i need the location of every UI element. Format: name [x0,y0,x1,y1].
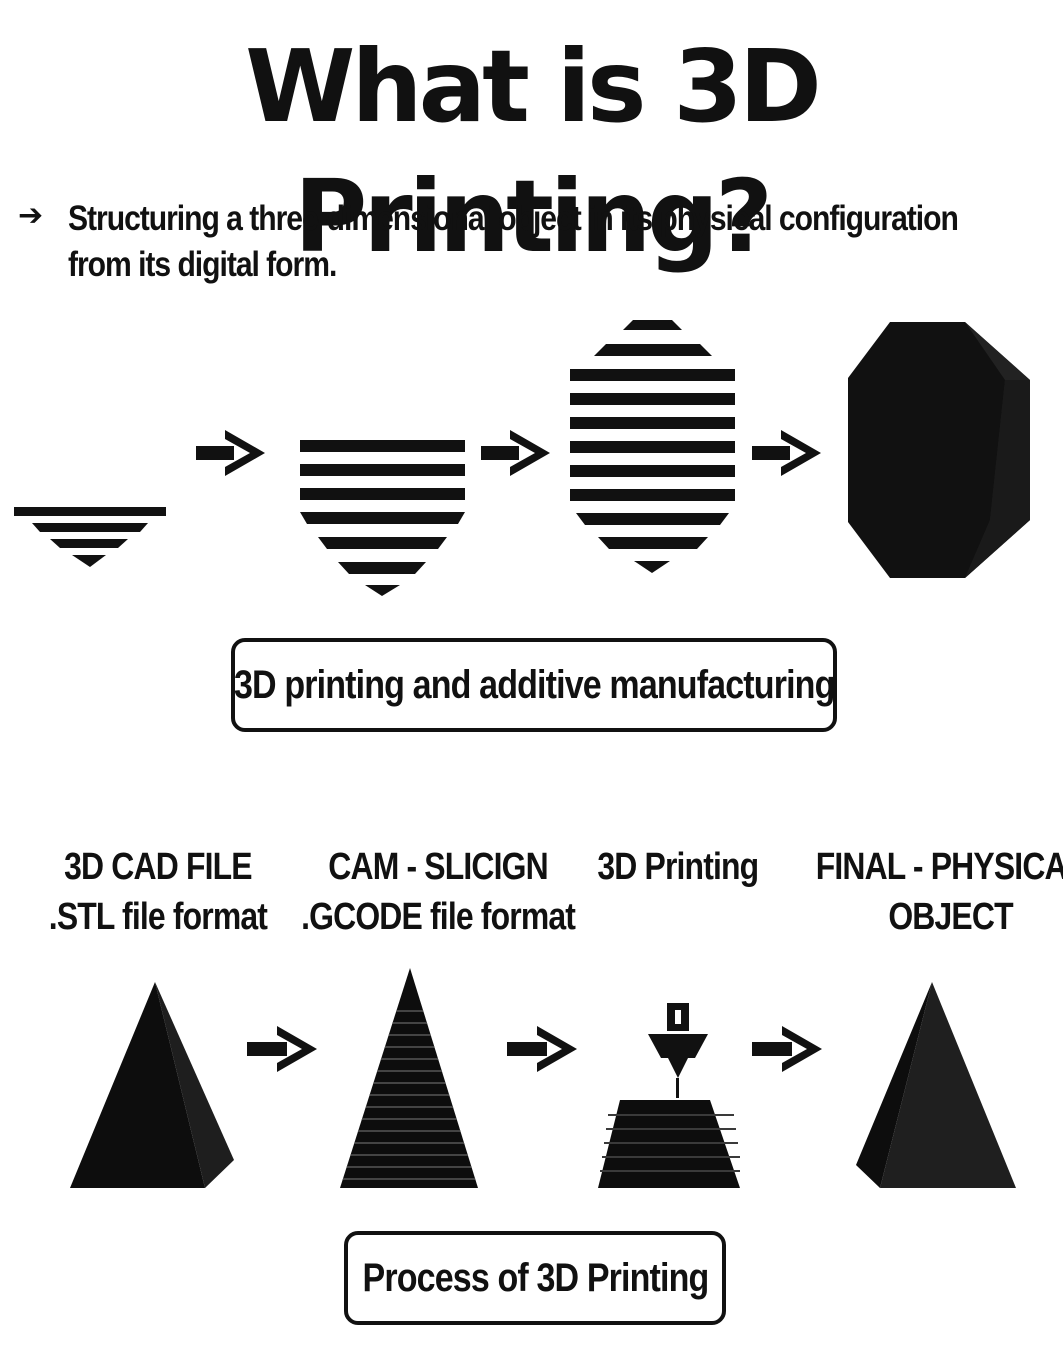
step-label-line-1: FINAL - PHYSICAL [815,846,1063,888]
step-label-cad-file: 3D CAD FILE .STL file format [20,842,295,942]
caption-text: 3D printing and additive manufacturing [233,662,835,707]
step-label-line-1: 3D CAD FILE [63,846,252,888]
step-label-line-2: .GCODE file format [301,896,576,938]
right-arrow-icon: ➔ [18,199,44,232]
step-label-line-1: CAM - SLICIGN [328,846,548,888]
step-label-cam-slicing: CAM - SLICIGN .GCODE file format [275,842,576,942]
page-title: What is 3D Printing? [245,28,822,275]
process-caption: Process of 3D Printing [344,1231,726,1325]
stage-4-solid-object [848,322,1030,578]
definition-line-1: Structuring a three-dimensional object i… [68,199,959,238]
process-diagram [70,968,1016,1188]
arrow-icon [196,430,265,476]
step-label-line-1: 3D Printing [596,846,759,888]
step-label-line-2: .STL file format [48,896,267,938]
step-label-3d-printing: 3D Printing [570,842,785,892]
additive-manufacturing-caption: 3D printing and additive manufacturing [231,638,837,732]
arrow-icon [507,1026,577,1072]
sliced-pyramid-icon [340,968,478,1188]
stage-1-layers [14,507,166,567]
printer-nozzle-icon [598,1003,740,1188]
caption-text: Process of 3D Printing [362,1255,709,1300]
definition-text: Structuring a three-dimensional object i… [68,196,1057,288]
arrow-icon [752,1026,822,1072]
definition-line-2: from its digital form. [68,245,337,284]
arrow-icon [481,430,550,476]
cad-pyramid-icon [70,982,234,1188]
stage-3-layers [570,320,735,573]
step-label-line-2: OBJECT [888,896,1013,938]
stage-2-layers [300,440,465,596]
arrow-icon [247,1026,317,1072]
layer-stack-diagram [14,320,1030,596]
step-label-final-object: FINAL - PHYSICAL OBJECT [790,842,1063,942]
arrow-icon [752,430,821,476]
final-pyramid-icon [856,982,1016,1188]
